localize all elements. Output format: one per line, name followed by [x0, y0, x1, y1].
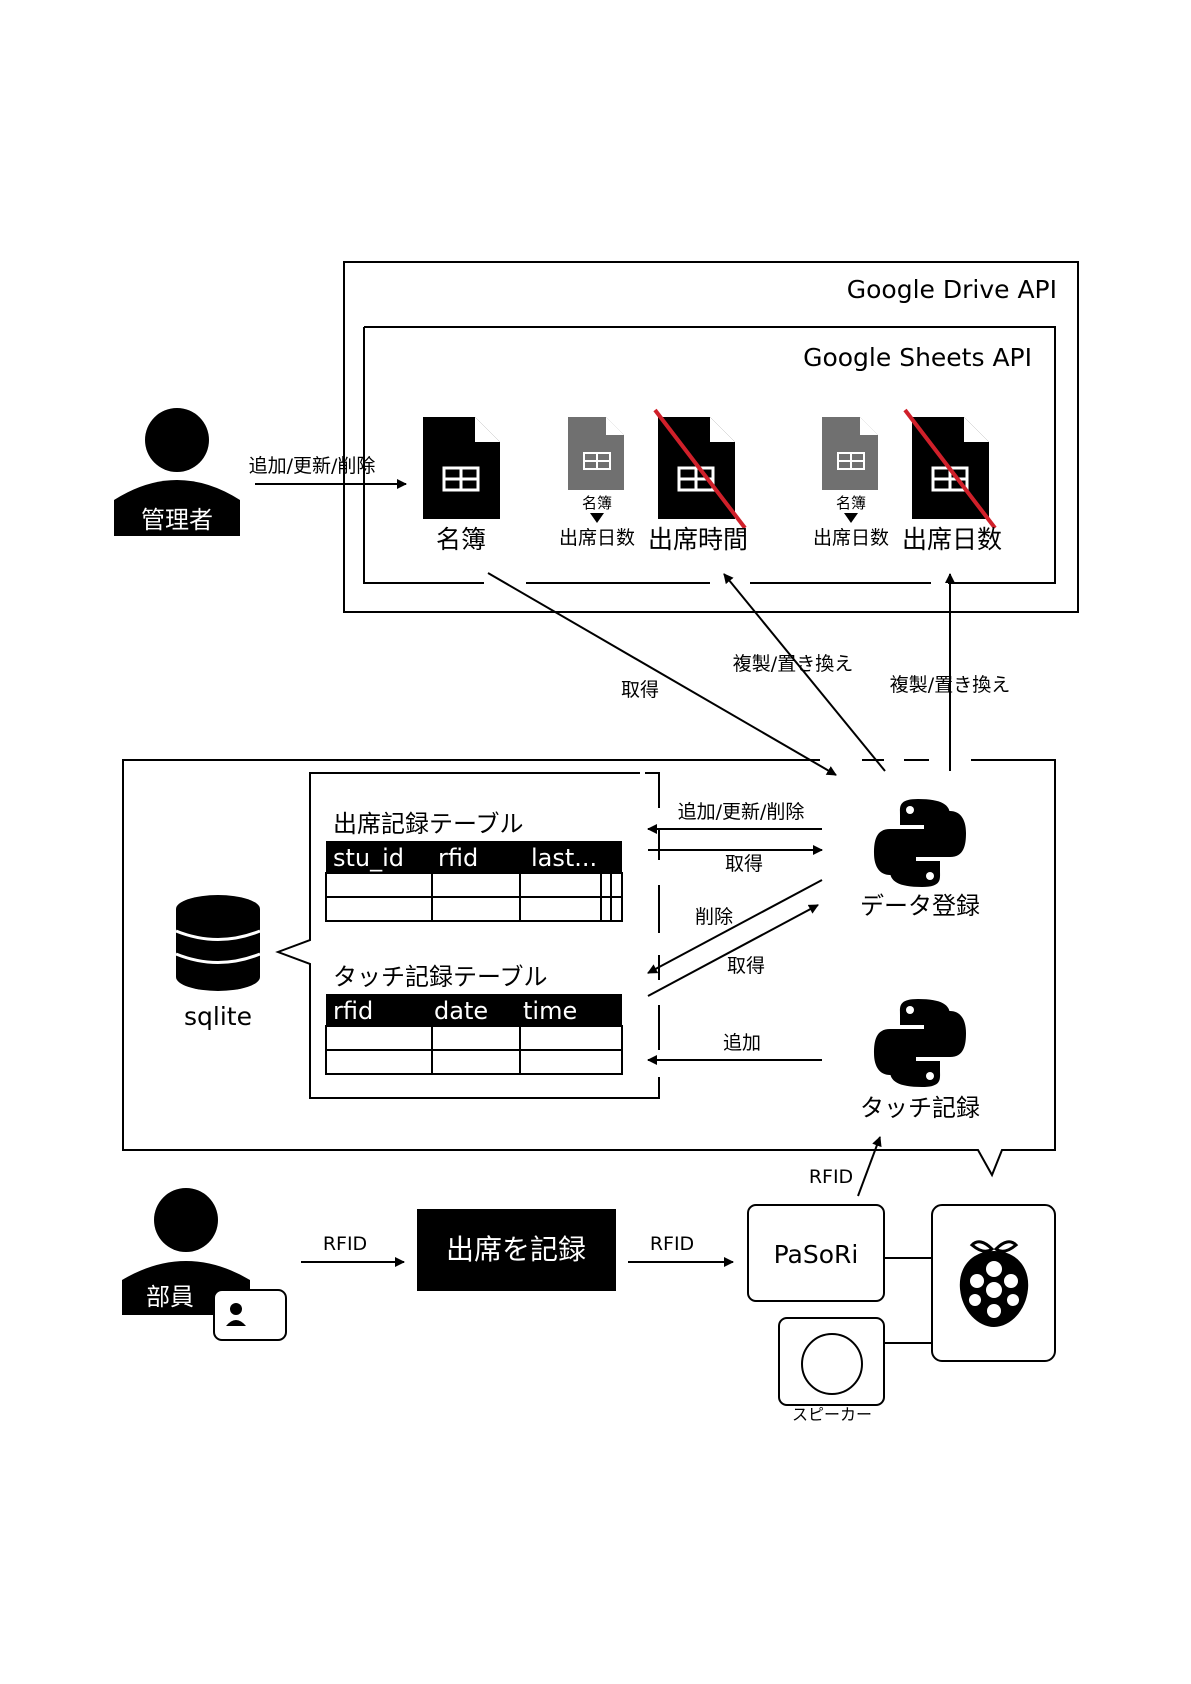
edge-label-fetch-roster: 取得 [621, 679, 659, 701]
edge-label-db-fetch: 取得 [725, 853, 763, 875]
copy-source-sheet-2: 名簿 出席日数 [813, 417, 889, 549]
edge-fetch-roster [487, 572, 837, 776]
data-register-label: データ登録 [860, 892, 980, 920]
python-touch-record-icon [874, 999, 966, 1087]
roster-label: 名簿 [436, 525, 486, 554]
admin-person-icon [145, 408, 209, 472]
touch-col-date: date [434, 997, 488, 1025]
down-arrow-icon [590, 513, 604, 523]
attendance-table: 出席記録テーブル stu_id rfid last... [325, 810, 623, 922]
edge-label-copy-replace-1: 複製/置き換え [733, 653, 853, 675]
member-person-icon [154, 1188, 218, 1252]
raspberry-pi-icon [959, 1240, 1029, 1327]
sheets-api-frame [363, 326, 1056, 584]
touch-table: タッチ記録テーブル rfid date time [325, 963, 623, 1075]
edge-label-db-edit: 追加/更新/削除 [678, 801, 805, 823]
copy2-src-label: 名簿 [836, 494, 866, 512]
edge-touch-fetch [647, 904, 819, 997]
touch-record-label: タッチ記録 [860, 1094, 980, 1122]
sqlite-db-icon [175, 895, 261, 991]
down-arrow-icon [844, 513, 858, 523]
id-card-icon [213, 1289, 287, 1341]
edge-label-copy-replace-2: 複製/置き換え [890, 674, 1010, 696]
speaker-icon [801, 1333, 863, 1395]
strike-through-icon [903, 408, 997, 530]
drive-api-frame [343, 261, 1079, 613]
edge-touch-delete [647, 879, 823, 974]
member-label: 部員 [146, 1283, 194, 1311]
roster-sheet[interactable]: 名簿 [423, 417, 500, 554]
raspberry-pi-frame [122, 759, 1056, 1178]
copy1-dst-label: 出席日数 [559, 527, 635, 549]
touch-col-rfid: rfid [333, 997, 373, 1025]
record-attendance-box [417, 1209, 616, 1291]
python-data-register-icon [874, 799, 966, 887]
replaced-sheet-2: 出席日数 [902, 408, 1002, 554]
touch-table-header [326, 994, 622, 1026]
touch-table-title: タッチ記録テーブル [333, 963, 548, 991]
sqlite-label: sqlite [184, 1002, 252, 1031]
replaced-sheet-1: 出席時間 [648, 408, 748, 554]
speaker-box [778, 1317, 885, 1406]
edge-label-rfid-record: RFID [650, 1233, 694, 1255]
replaced2-label: 出席日数 [902, 525, 1002, 554]
touch-col-time: time [523, 997, 577, 1025]
copy2-dst-label: 出席日数 [813, 527, 889, 549]
drive-api-title: Google Drive API [847, 275, 1057, 304]
copy-source-sheet-1: 名簿 出席日数 [559, 417, 635, 549]
copy1-src-label: 名簿 [582, 494, 612, 512]
admin-actor: 管理者 [114, 408, 240, 536]
edge-copy-replace-1 [723, 573, 886, 772]
edge-rfid-pasori [857, 1136, 882, 1197]
record-attendance-label: 出席を記録 [446, 1233, 586, 1266]
attendance-col-last: last... [531, 844, 597, 872]
admin-label: 管理者 [141, 506, 213, 534]
edge-label-touch-delete: 削除 [695, 906, 733, 928]
replaced1-label: 出席時間 [648, 525, 748, 554]
edge-label-admin-edit: 追加/更新/削除 [249, 455, 376, 477]
attendance-col-stu-id: stu_id [333, 844, 404, 872]
attendance-table-header [326, 841, 622, 873]
member-actor: 部員 [122, 1188, 287, 1341]
pasori-box [747, 1204, 885, 1302]
edge-label-touch-fetch: 取得 [727, 955, 765, 977]
edge-label-touch-add: 追加 [723, 1032, 761, 1054]
attendance-col-rfid: rfid [438, 844, 478, 872]
edge-label-rfid-member: RFID [323, 1233, 367, 1255]
pasori-label: PaSoRi [774, 1240, 859, 1269]
strike-through-icon [653, 408, 747, 530]
attendance-table-title: 出席記録テーブル [333, 810, 524, 838]
edge-label-rfid-pasori: RFID [809, 1166, 853, 1188]
speaker-label: スピーカー [792, 1405, 872, 1424]
sheets-api-title: Google Sheets API [803, 343, 1032, 372]
